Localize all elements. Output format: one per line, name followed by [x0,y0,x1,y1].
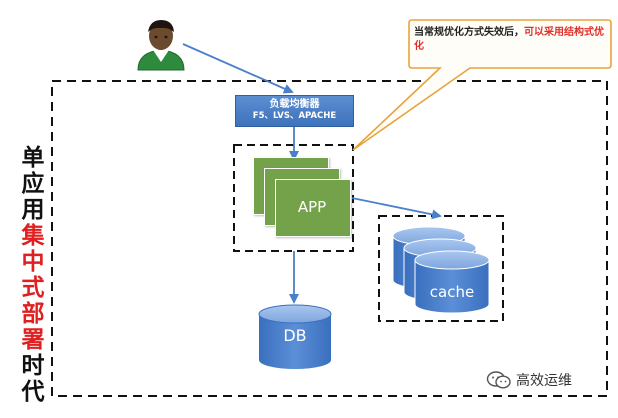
app-instance-card-front [275,179,351,237]
vertical-char-highlight: 式 [21,275,45,301]
load-balancer-subtitle: F5、LVS、APACHE [252,111,337,121]
vertical-char-highlight: 中 [21,249,45,275]
load-balancer-title: 负载均衡器 [269,99,320,110]
callout-bubble [352,19,612,151]
vertical-char: 应 [21,171,45,197]
vertical-char: 单 [21,145,45,171]
wechat-icon [486,371,511,389]
arrow-app-to-cache [351,197,442,220]
outer-boundary [51,80,608,397]
arrow-user-to-lb [182,43,294,94]
vertical-char: 用 [21,197,45,223]
db-cylinder [258,304,332,369]
vertical-char: 代 [21,379,45,405]
db-label: DB [283,326,307,345]
callout-text: 当常规优化方式失效后，可以采用结构式优化 [414,26,604,54]
cache-cylinder-front [414,250,490,314]
vertical-char-highlight: 集 [21,223,45,249]
vertical-char: 时 [21,353,45,379]
vertical-char-highlight: 部 [21,301,45,327]
user-icon [137,20,185,71]
cache-label: cache [429,283,475,301]
vertical-char-highlight: 署 [21,327,45,353]
app-label: APP [297,198,327,216]
watermark: 高效运维 [486,370,572,390]
era-vertical-label: 单 应 用 集 中 式 部 署 时 代 [18,145,48,405]
cache-group-boundary [378,215,504,322]
callout-text-normal: 当常规优化方式失效后， [414,27,524,38]
watermark-text: 高效运维 [516,373,572,389]
load-balancer-node: 负载均衡器 F5、LVS、APACHE [235,95,354,127]
callout-text-highlight: 可以采用结构式优化 [414,27,604,52]
